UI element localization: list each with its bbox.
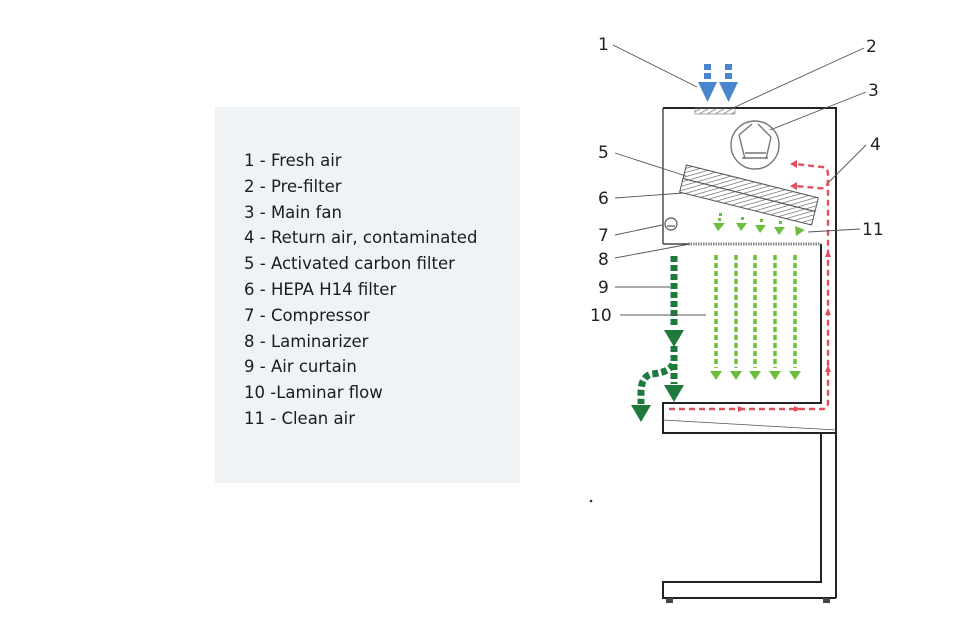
legend-list: 1 - Fresh air 2 - Pre-filter 3 - Main fa… xyxy=(244,148,477,432)
callout-6: 6 xyxy=(598,189,609,209)
callout-7: 7 xyxy=(598,226,609,246)
legend-panel: 1 - Fresh air 2 - Pre-filter 3 - Main fa… xyxy=(215,107,520,483)
return-air-path xyxy=(669,162,830,411)
foot-left xyxy=(666,598,673,603)
legend-item-pre-filter: 2 - Pre-filter xyxy=(244,176,342,196)
stand-frame xyxy=(662,433,836,599)
legend-item-fresh-air: 1 - Fresh air xyxy=(244,151,342,170)
legend-item-return-air: 4 - Return air, contaminated xyxy=(244,228,478,248)
callout-9: 9 xyxy=(598,278,609,298)
callout-3: 3 xyxy=(868,81,879,101)
legend-item-clean-air: 11 - Clean air xyxy=(244,408,355,428)
air-curtain-arrows xyxy=(631,256,684,422)
stray-dot xyxy=(589,499,593,503)
compressor xyxy=(664,217,678,231)
callout-8: 8 xyxy=(598,250,609,270)
callout-2: 2 xyxy=(866,37,877,57)
foot-right xyxy=(823,598,830,603)
callout-1: 1 xyxy=(598,35,609,55)
callout-11: 11 xyxy=(862,220,884,240)
legend-item-laminar-flow: 10 -Laminar flow xyxy=(244,383,383,403)
pre-filter xyxy=(694,107,736,115)
legend-item-main-fan: 3 - Main fan xyxy=(244,202,342,222)
clean-air-arrows xyxy=(713,213,805,236)
main-fan xyxy=(730,120,780,170)
hepa-filter xyxy=(679,177,816,226)
callout-10: 10 xyxy=(590,306,612,326)
callout-5: 5 xyxy=(598,143,609,163)
legend-item-air-curtain: 9 - Air curtain xyxy=(244,357,357,377)
callout-leaders xyxy=(612,44,867,316)
work-surface xyxy=(662,244,836,434)
callout-numbers: 1 2 3 4 5 6 7 8 9 10 11 xyxy=(590,35,884,326)
legend-item-laminarizer: 8 - Laminarizer xyxy=(244,331,369,351)
legend-item-hepa-filter: 6 - HEPA H14 filter xyxy=(244,279,397,299)
callout-4: 4 xyxy=(870,135,881,155)
laminar-flow-arrows xyxy=(710,255,801,380)
fresh-air-arrows xyxy=(698,64,738,102)
filter-assembly xyxy=(679,164,819,226)
legend-item-carbon-filter: 5 - Activated carbon filter xyxy=(244,254,455,274)
return-air-arrowheads xyxy=(738,160,831,412)
legend-item-compressor: 7 - Compressor xyxy=(244,305,370,325)
